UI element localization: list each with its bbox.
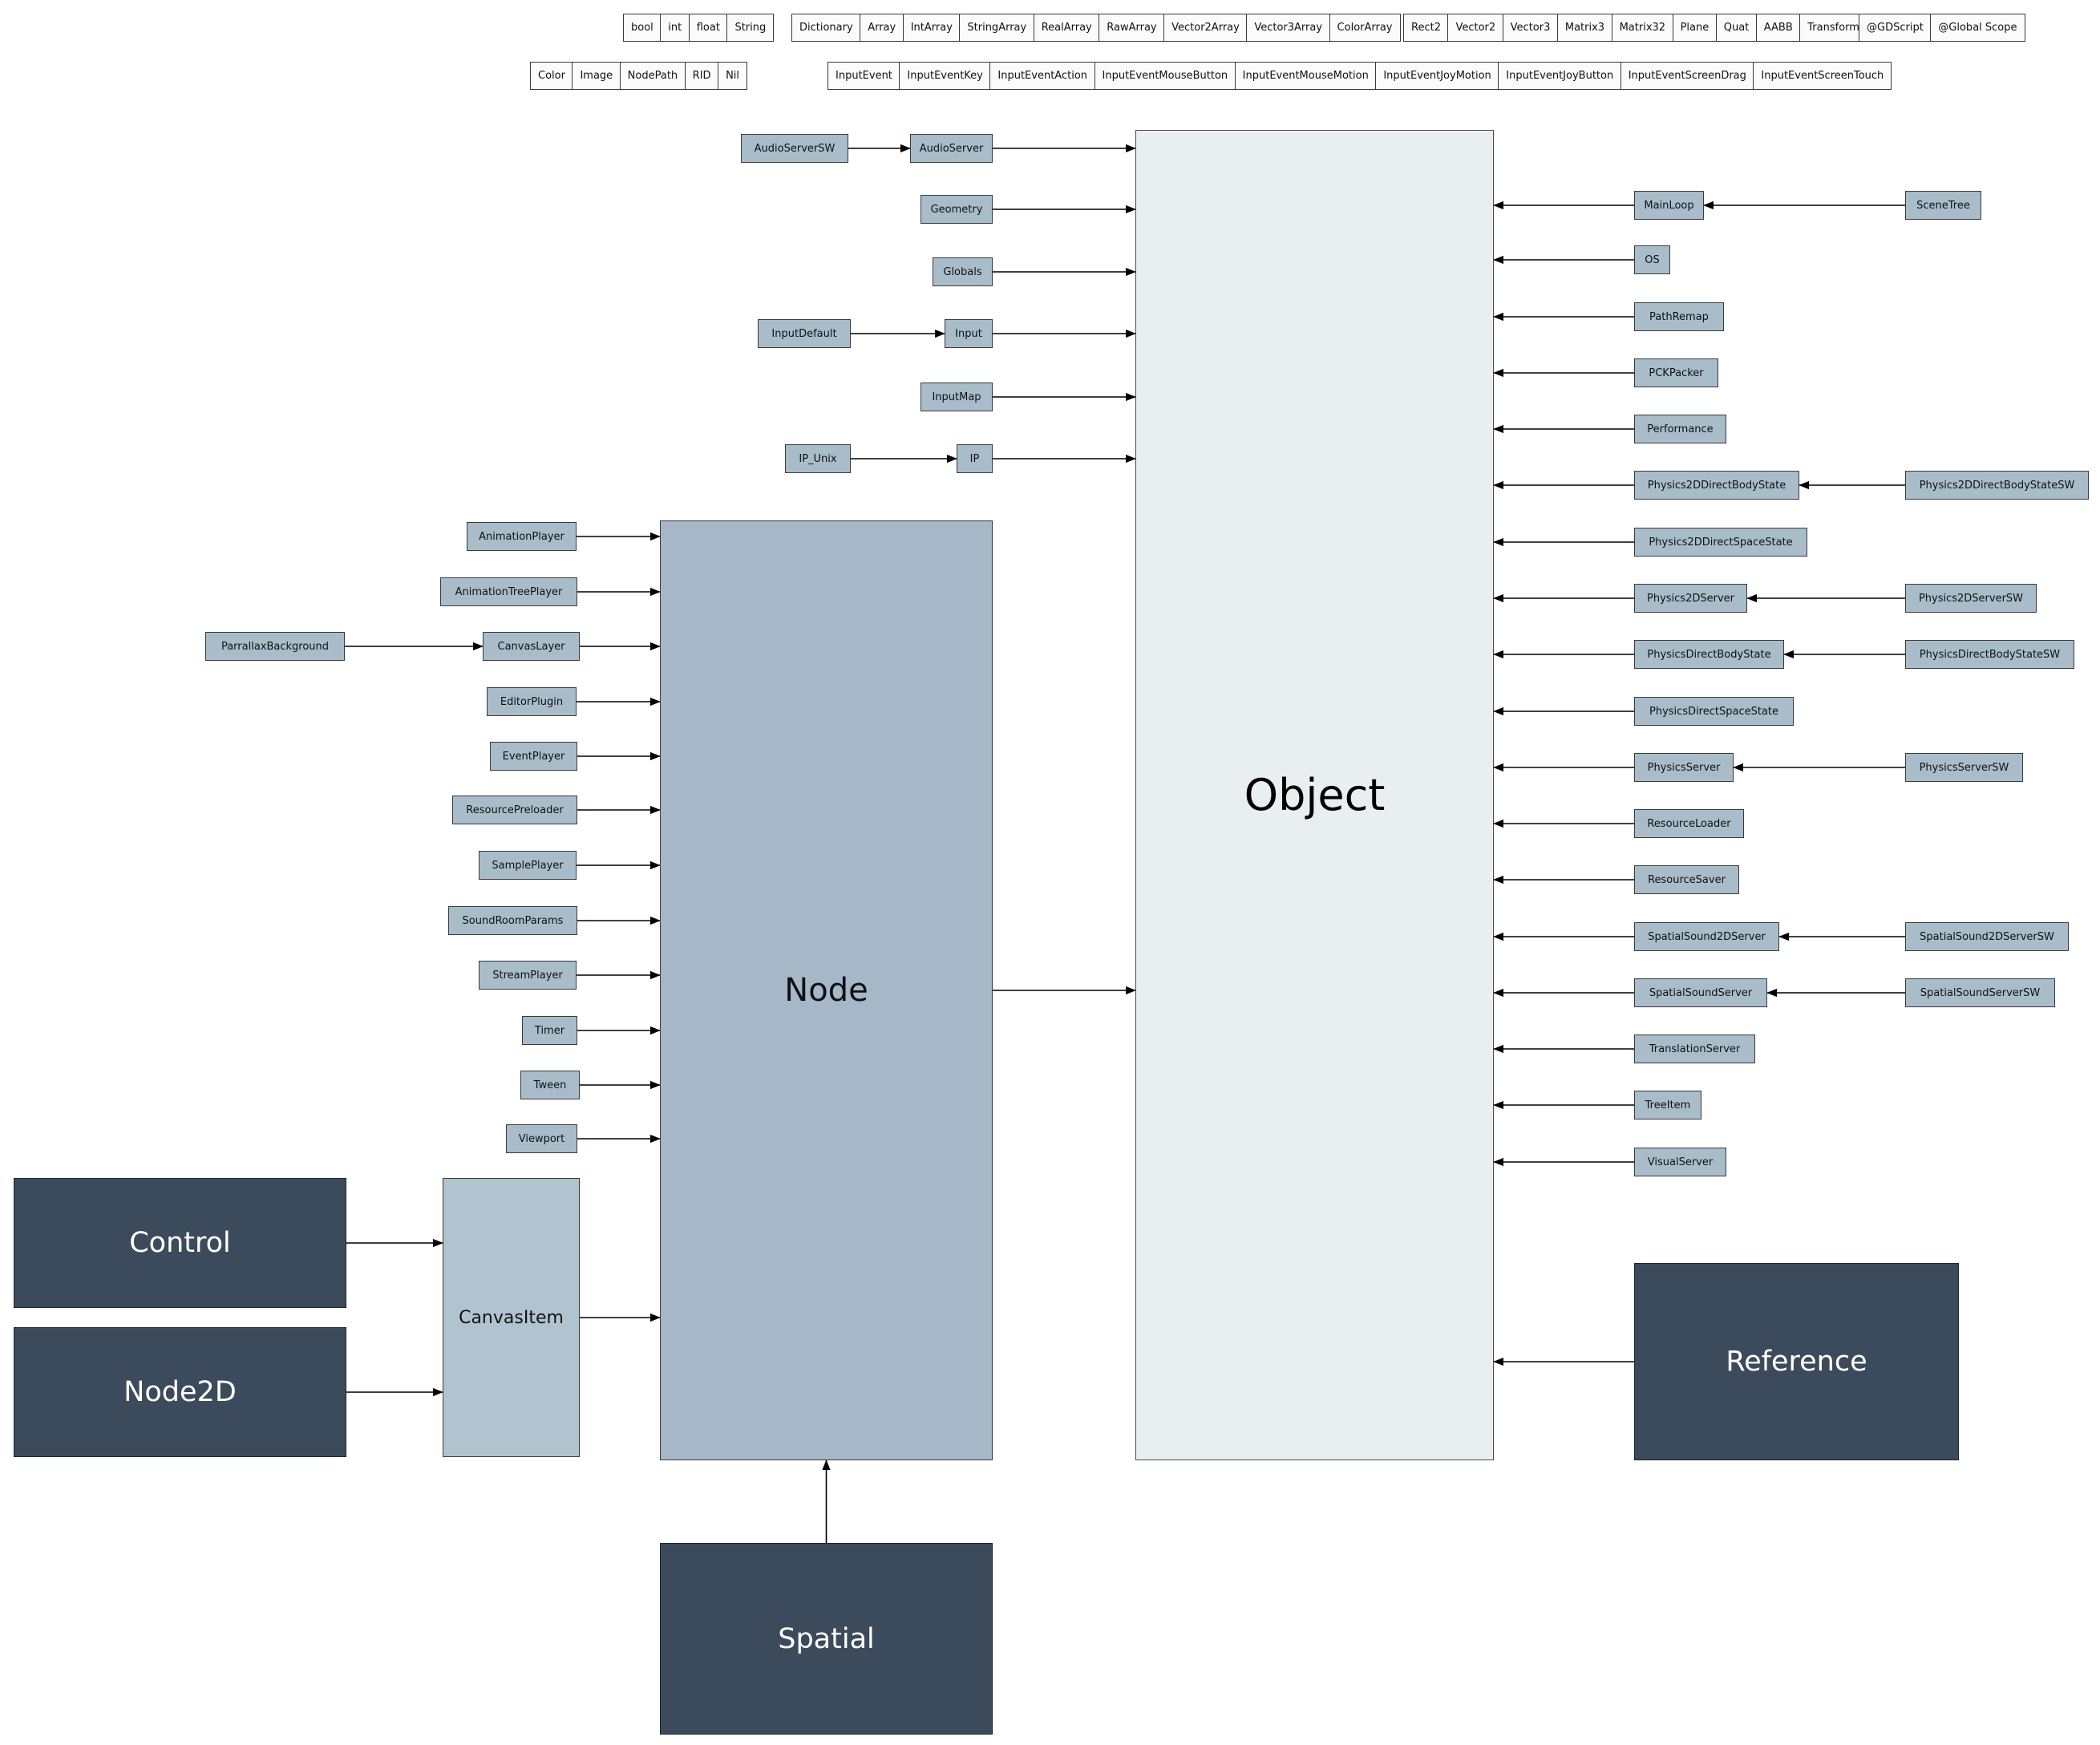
class-box-control: Control	[14, 1178, 346, 1308]
type-box-string: String	[726, 14, 775, 42]
class-box-physics2ddirectbodystatesw: Physics2DDirectBodyStateSW	[1905, 471, 2089, 500]
class-box-resourceloader: ResourceLoader	[1634, 809, 1744, 838]
type-box-vector3array: Vector3Array	[1246, 14, 1331, 42]
class-box-sampleplayer: SamplePlayer	[479, 851, 577, 880]
class-box-physics2ddirectbodystate: Physics2DDirectBodyState	[1634, 471, 1799, 500]
class-box-physicsserver: PhysicsServer	[1634, 753, 1734, 782]
type-box-float: float	[688, 14, 728, 42]
type-box-rawarray: RawArray	[1099, 14, 1165, 42]
class-box-animationplayer: AnimationPlayer	[467, 522, 577, 551]
type-box-nodepath: NodePath	[619, 62, 686, 90]
class-box-physicsserversw: PhysicsServerSW	[1905, 753, 2023, 782]
type-box-intarray: IntArray	[902, 14, 961, 42]
class-box-parrallaxbackground: ParrallaxBackground	[205, 632, 345, 661]
type-box-inputeventjoybutton: InputEventJoyButton	[1498, 62, 1622, 90]
class-box-scenetree: SceneTree	[1905, 191, 1981, 220]
class-box-audioserversw: AudioServerSW	[741, 134, 848, 163]
type-box-vector2: Vector2	[1447, 14, 1504, 42]
type-box-inputeventscreentouch: InputEventScreenTouch	[1753, 62, 1892, 90]
type-box-inputeventjoymotion: InputEventJoyMotion	[1375, 62, 1499, 90]
type-box-rect2: Rect2	[1403, 14, 1449, 42]
type-box-aabb: AABB	[1755, 14, 1801, 42]
class-box-canvaslayer: CanvasLayer	[483, 632, 580, 661]
class-box-canvasitem: CanvasItem	[443, 1178, 580, 1457]
class-box-pathremap: PathRemap	[1634, 302, 1724, 331]
class-box-physicsdirectbodystate: PhysicsDirectBodyState	[1634, 640, 1784, 669]
type-box--global-scope: @Global Scope	[1930, 14, 2025, 42]
type-box-vector2array: Vector2Array	[1163, 14, 1248, 42]
type-box-inputeventaction: InputEventAction	[989, 62, 1096, 90]
type-box-int: int	[660, 14, 690, 42]
type-group: @GDScript@Global Scope	[1859, 14, 2025, 42]
class-box-os: OS	[1634, 245, 1670, 274]
class-box-visualserver: VisualServer	[1634, 1148, 1726, 1176]
type-box-inputeventkey: InputEventKey	[899, 62, 991, 90]
type-box-inputevent: InputEvent	[827, 62, 900, 90]
class-box-ip_unix: IP_Unix	[785, 444, 851, 473]
class-box-viewport: Viewport	[506, 1124, 577, 1153]
class-box-translationserver: TranslationServer	[1634, 1034, 1755, 1063]
type-box-matrix32: Matrix32	[1611, 14, 1674, 42]
type-box-dictionary: Dictionary	[791, 14, 861, 42]
class-box-physicsdirectspacestate: PhysicsDirectSpaceState	[1634, 697, 1794, 726]
class-box-soundroomparams: SoundRoomParams	[448, 906, 577, 935]
class-box-treeitem: TreeItem	[1634, 1091, 1701, 1119]
class-box-spatialsound2dserver: SpatialSound2DServer	[1634, 922, 1779, 951]
type-box-color: Color	[530, 62, 573, 90]
class-box-performance: Performance	[1634, 415, 1726, 443]
class-box-tween: Tween	[520, 1071, 580, 1099]
class-box-resourcesaver: ResourceSaver	[1634, 865, 1739, 894]
type-box-realarray: RealArray	[1033, 14, 1100, 42]
class-box-mainloop: MainLoop	[1634, 191, 1704, 220]
class-box-timer: Timer	[522, 1016, 577, 1045]
type-box-inputeventmousemotion: InputEventMouseMotion	[1234, 62, 1377, 90]
class-box-physics2dserver: Physics2DServer	[1634, 584, 1747, 613]
class-box-spatialsoundserversw: SpatialSoundServerSW	[1905, 978, 2055, 1007]
type-box-colorarray: ColorArray	[1329, 14, 1401, 42]
class-box-audioserver: AudioServer	[910, 134, 993, 163]
type-box-image: Image	[572, 62, 621, 90]
class-box-geometry: Geometry	[921, 195, 993, 224]
class-box-node: Node	[660, 520, 993, 1460]
type-box-stringarray: StringArray	[959, 14, 1035, 42]
type-box--gdscript: @GDScript	[1859, 14, 1932, 42]
class-box-globals: Globals	[933, 257, 993, 286]
class-box-physics2dserversw: Physics2DServerSW	[1905, 584, 2037, 613]
class-box-eventplayer: EventPlayer	[490, 742, 577, 771]
class-box-animationtreeplayer: AnimationTreePlayer	[440, 577, 577, 606]
type-box-bool: bool	[623, 14, 662, 42]
class-box-physicsdirectbodystatesw: PhysicsDirectBodyStateSW	[1905, 640, 2074, 669]
class-box-editorplugin: EditorPlugin	[487, 687, 577, 716]
class-box-reference: Reference	[1634, 1263, 1959, 1460]
type-box-inputeventmousebutton: InputEventMouseButton	[1094, 62, 1236, 90]
class-box-ip: IP	[957, 444, 993, 473]
class-box-object: Object	[1135, 130, 1494, 1460]
class-box-spatialsound2dserversw: SpatialSound2DServerSW	[1905, 922, 2069, 951]
type-box-transform: Transform	[1799, 14, 1867, 42]
class-box-inputdefault: InputDefault	[758, 319, 851, 348]
type-box-matrix3: Matrix3	[1556, 14, 1613, 42]
type-box-quat: Quat	[1715, 14, 1758, 42]
type-box-plane: Plane	[1672, 14, 1718, 42]
class-box-resourcepreloader: ResourcePreloader	[452, 796, 577, 824]
class-box-pckpacker: PCKPacker	[1634, 358, 1718, 387]
class-box-physics2ddirectspacestate: Physics2DDirectSpaceState	[1634, 528, 1807, 557]
class-box-spatial: Spatial	[660, 1543, 993, 1735]
class-box-inputmap: InputMap	[921, 383, 993, 411]
class-box-input: Input	[945, 319, 993, 348]
type-box-rid: RID	[684, 62, 719, 90]
class-box-streamplayer: StreamPlayer	[479, 961, 577, 990]
type-box-array: Array	[860, 14, 904, 42]
class-box-spatialsoundserver: SpatialSoundServer	[1634, 978, 1767, 1007]
type-box-nil: Nil	[718, 62, 748, 90]
class-box-node2d: Node2D	[14, 1327, 346, 1457]
type-box-vector3: Vector3	[1502, 14, 1559, 42]
type-box-inputeventscreendrag: InputEventScreenDrag	[1620, 62, 1754, 90]
